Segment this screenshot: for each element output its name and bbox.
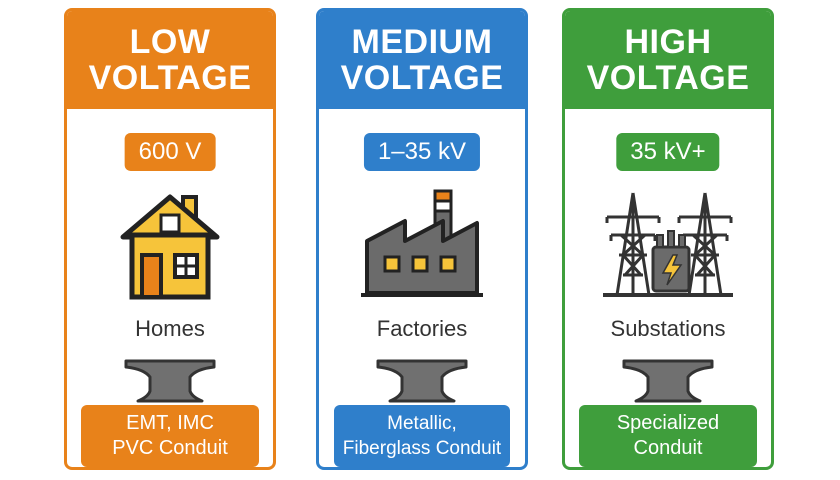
medium-voltage-badge: 1–35 kV bbox=[363, 133, 481, 171]
low-voltage-conduit-box: EMT, IMC PVC Conduit bbox=[81, 405, 259, 467]
medium-voltage-conduit-line1: Metallic, bbox=[387, 413, 457, 434]
conduit-anvil-icon bbox=[565, 357, 771, 405]
medium-voltage-header: MEDIUM VOLTAGE bbox=[319, 11, 525, 109]
high-voltage-conduit-line2: Conduit bbox=[633, 437, 703, 459]
low-voltage-card: LOW VOLTAGE 600 V Homes EMT, IMC PV bbox=[64, 8, 276, 470]
medium-voltage-title-line2: VOLTAGE bbox=[340, 59, 504, 97]
low-voltage-title-line2: VOLTAGE bbox=[88, 59, 252, 97]
high-voltage-caption: Substations bbox=[610, 316, 726, 341]
conduit-anvil-icon bbox=[319, 357, 525, 405]
high-voltage-title-line2: VOLTAGE bbox=[586, 59, 750, 97]
medium-voltage-card: MEDIUM VOLTAGE 1–35 kV Factories Metalli… bbox=[316, 8, 528, 470]
low-voltage-caption: Homes bbox=[135, 316, 205, 341]
high-voltage-card: HIGH VOLTAGE 35 kV+ bbox=[562, 8, 774, 470]
high-voltage-conduit-box: Specialized Conduit bbox=[579, 405, 757, 467]
conduit-anvil-icon bbox=[67, 357, 273, 405]
medium-voltage-title-line1: MEDIUM bbox=[351, 23, 493, 61]
substation-icon bbox=[565, 183, 771, 305]
medium-voltage-conduit-line2: Fiberglass Conduit bbox=[342, 438, 502, 459]
high-voltage-title-line1: HIGH bbox=[624, 23, 712, 61]
house-icon bbox=[67, 183, 273, 305]
factory-icon bbox=[319, 183, 525, 305]
low-voltage-badge: 600 V bbox=[124, 133, 216, 171]
high-voltage-header: HIGH VOLTAGE bbox=[565, 11, 771, 109]
high-voltage-conduit-line1: Specialized bbox=[616, 412, 720, 434]
low-voltage-conduit-line2: PVC Conduit bbox=[112, 437, 228, 459]
low-voltage-header: LOW VOLTAGE bbox=[67, 11, 273, 109]
low-voltage-conduit-line1: EMT, IMC bbox=[126, 412, 214, 434]
high-voltage-badge: 35 kV+ bbox=[616, 133, 720, 171]
medium-voltage-caption: Factories bbox=[376, 316, 468, 341]
low-voltage-title-line1: LOW bbox=[129, 23, 211, 61]
medium-voltage-conduit-box: Metallic, Fiberglass Conduit bbox=[334, 405, 510, 467]
